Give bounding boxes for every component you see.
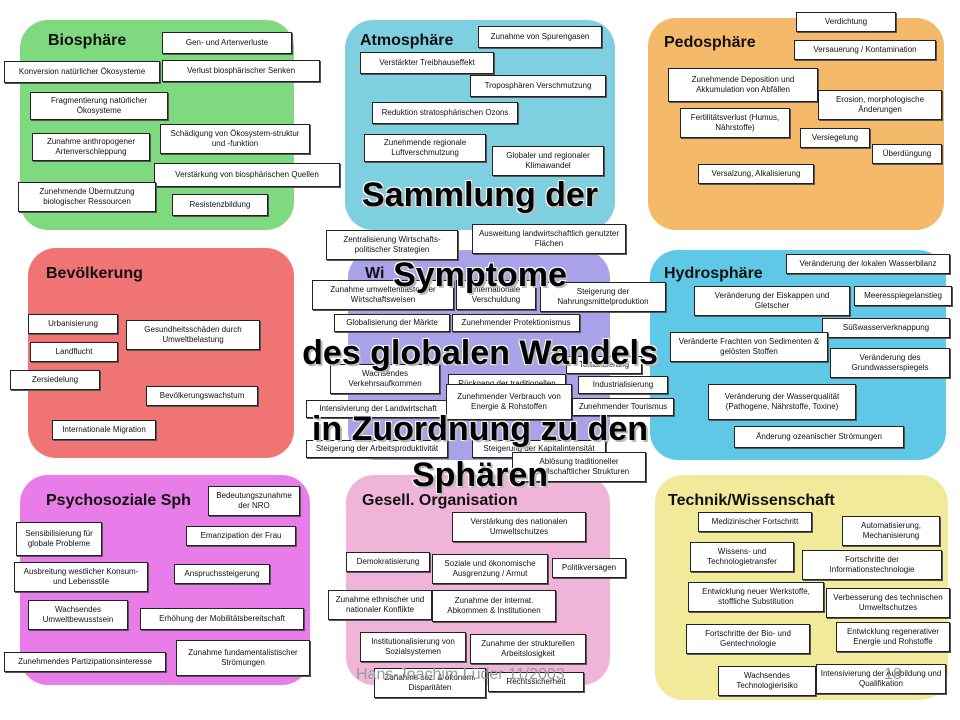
symptom-box: Zunehmende regionale Luftverschmutzung [364, 134, 486, 162]
overlay-line-2: Symptome [393, 256, 567, 294]
symptom-box: Versalzung, Alkalisierung [698, 164, 814, 184]
symptom-box: Politikversagen [552, 558, 626, 578]
symptom-box: Industrialisierung [578, 376, 668, 394]
symptom-box: Zentralisierung Wirtschafts-politischer … [326, 230, 458, 260]
overlay-line-4: in Zuordnung zu den [311, 410, 649, 448]
symptom-box: Verstärkter Treibhauseffekt [360, 52, 494, 74]
symptom-box: Emanzipation der Frau [186, 526, 296, 546]
symptom-box: Änderung ozeanischer Strömungen [734, 426, 904, 448]
symptom-box: Automatisierung, Mechanisierung [842, 516, 940, 546]
title-gesellschaft: Gesell. Organisation [362, 492, 518, 509]
symptom-box: Zunehmender Tourismus [572, 398, 674, 416]
symptom-box: Troposphären Verschmutzung [470, 75, 606, 97]
symptom-box: Bedeutungszunahme der NRO [208, 486, 300, 516]
symptom-box: Medizinischer Fortschritt [698, 512, 812, 532]
title-pedosphaere: Pedosphäre [664, 34, 756, 51]
title-biosphaere: Biosphäre [48, 32, 127, 49]
symptom-box: Versauerung / Kontamination [794, 40, 936, 60]
symptom-box: Zersiedelung [10, 370, 100, 390]
title-hydrosphaere: Hydrosphäre [664, 265, 763, 282]
symptom-box: Meeresspiegelanstieg [854, 286, 952, 306]
title-bevoelkerung: Bevölkerung [46, 265, 143, 282]
symptom-box: Zunehmende Deposition und Akkumulation v… [668, 68, 818, 102]
symptom-box: Globalisierung der Märkte [334, 314, 450, 332]
symptom-box: Veränderung des Grundwasserspiegels [830, 348, 950, 378]
symptom-box: Intensivierung der Landwirtschaft [306, 400, 450, 418]
symptom-box: Wachsendes Verkehrsaufkommen [330, 364, 440, 394]
symptom-box: Gen- und Artenverluste [162, 32, 292, 54]
symptom-box: Bevölkerungswachstum [146, 386, 258, 406]
symptom-box: Versiegelung [800, 128, 870, 148]
symptom-box: Erhöhung der Mobilitätsbereitschaft [140, 608, 304, 630]
symptom-box: Verstärkung von biosphärischen Quellen [154, 163, 340, 187]
footer-author: Hans-Joachim Lüder 11/2003 [356, 666, 565, 683]
footer-page-number: 18 [884, 666, 902, 683]
title-psychosozial: Psychosoziale Sph [46, 492, 191, 509]
symptom-box: Zunehmender Verbrauch von Energie & Rohs… [446, 384, 572, 420]
symptom-box: Zunahme anthropogener Artenverschleppung [32, 133, 150, 161]
symptom-box: Verlust biosphärischer Senken [162, 60, 320, 82]
symptom-box: Intensivierung der Ausbildung und Qualif… [816, 664, 946, 694]
symptom-box: Verbesserung des technischen Umweltschut… [826, 588, 950, 618]
symptom-box: Resistenzbildung [172, 194, 268, 216]
symptom-box: Steigerung der Nahrungsmittelproduktion [540, 282, 666, 312]
symptom-box: Ausbreitung westlicher Konsum- und Leben… [14, 562, 148, 592]
symptom-box: Landflucht [30, 342, 118, 362]
symptom-box: Schädigung von Ökosystem-struktur und -f… [160, 124, 310, 154]
symptom-box: Soziale und ökonomische Ausgrenzung / Ar… [432, 554, 548, 584]
title-wirtschaft: Wi [365, 265, 385, 282]
symptom-box: Konversion natürlicher Ökosysteme [4, 61, 160, 83]
symptom-box: Entwicklung neuer Werkstoffe, stoffliche… [688, 582, 824, 612]
symptom-box: Fragmentierung natürlicher Ökosysteme [30, 92, 168, 120]
symptom-box: Zunehmende Übernutzung biologischer Ress… [18, 182, 156, 212]
symptom-box: Veränderung der lokalen Wasserbilanz [786, 254, 950, 274]
symptom-box: Ausweitung landwirtschaftlich genutzter … [472, 224, 626, 254]
symptom-box: Zunahme ethnischer und nationaler Konfli… [328, 590, 432, 620]
symptom-box: Reduktion stratosphärischen Ozons [372, 102, 518, 124]
symptom-box: Tertiarisierung [566, 356, 642, 374]
symptom-box: Zunahme soz. & ökonom. Disparitäten [374, 668, 486, 698]
symptom-box: Institutionalisierung von Sozialsystemen [360, 632, 466, 662]
symptom-box: Verdichtung [796, 12, 896, 32]
symptom-box: Anspruchssteigerung [174, 564, 270, 584]
symptom-box: Wachsendes Umweltbewusstsein [28, 600, 128, 630]
symptom-box: Veränderung der Wasserqualität (Pathogen… [708, 384, 856, 420]
symptom-box: Urbanisierung [28, 314, 118, 334]
symptom-box: Internationale Verschuldung [456, 280, 536, 310]
symptom-box: Entwicklung regenerativer Energie und Ro… [836, 622, 950, 652]
symptom-box: Rechtssicherheit [488, 672, 584, 692]
overlay-line-1: Sammlung der [361, 176, 599, 214]
symptom-box: Fortschritte der Informationstechnologie [802, 550, 942, 580]
overlay-line-5: Sphären [411, 456, 549, 494]
symptom-box: Erosion, morphologische Änderungen [818, 90, 942, 120]
title-atmosphaere: Atmosphäre [360, 32, 454, 49]
symptom-box: Steigerung der Arbeitsproduktivität [306, 440, 448, 458]
symptom-box: Veränderte Frachten von Sedimenten & gel… [670, 332, 828, 362]
symptom-box: Gesundheitsschäden durch Umweltbelastung [126, 320, 260, 350]
symptom-box: Zunehmendes Partizipationsinteresse [4, 652, 166, 672]
symptom-box: Internationale Migration [52, 420, 156, 440]
symptom-box: Wachsendes Technologierisiko [718, 666, 816, 696]
symptom-box: Zunahme umweltentlastender Wirtschaftswe… [312, 280, 454, 310]
symptom-box: Fertilitätsverlust (Humus, Nährstoffe) [680, 108, 790, 138]
symptom-box: Zunahme der strukturellen Arbeitslosigke… [470, 634, 586, 664]
title-technik: Technik/Wissenschaft [668, 492, 835, 509]
symptom-box: Zunehmender Protektionismus [452, 314, 580, 332]
symptom-box: Zunahme fundamentalistischer Strömungen [176, 640, 310, 676]
symptom-box: Demokratisierung [346, 552, 430, 572]
symptom-box: Ablösung traditioneller gesellschaftlich… [512, 452, 646, 482]
symptom-box: Verstärkung des nationalen Umweltschutze… [452, 512, 586, 542]
symptom-box: Zunahme von Spurengasen [478, 26, 602, 48]
symptom-box: Globaler und regionaler Klimawandel [492, 146, 604, 176]
symptom-box: Zunahme der internat. Abkommen & Institu… [432, 590, 556, 622]
symptom-box: Wissens- und Technologietransfer [690, 542, 794, 572]
symptom-box: Sensibilisierung für globale Probleme [16, 522, 102, 556]
symptom-box: Süßwasserverknappung [822, 318, 950, 338]
symptom-box: Fortschritte der Bio- und Gentechnologie [686, 624, 810, 654]
overlay-line-3: des globalen Wandels [302, 334, 658, 372]
symptom-box: Veränderung der Eiskappen und Gletscher [694, 286, 850, 316]
symptom-box: Überdüngung [872, 144, 942, 164]
